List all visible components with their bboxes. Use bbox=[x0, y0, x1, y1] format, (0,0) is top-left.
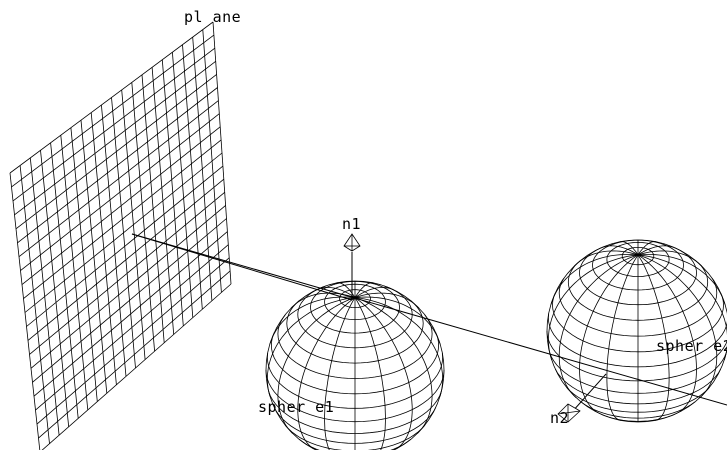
n1-label: n1 bbox=[342, 215, 361, 233]
sphere2-object[interactable] bbox=[546, 239, 727, 423]
n2-stem bbox=[571, 373, 607, 413]
sphere1-label: spher e1 bbox=[258, 398, 334, 416]
axis-line bbox=[131, 233, 727, 406]
sphere2-label: spher e2 bbox=[656, 337, 727, 355]
n2-object[interactable] bbox=[557, 403, 581, 423]
sphere1-object[interactable] bbox=[265, 280, 445, 450]
axis-line-2 bbox=[131, 233, 353, 301]
n1-object[interactable] bbox=[343, 233, 361, 252]
n2-label: n2 bbox=[550, 409, 569, 427]
plane-object[interactable] bbox=[9, 21, 232, 450]
plane-label: pl ane bbox=[184, 8, 241, 26]
